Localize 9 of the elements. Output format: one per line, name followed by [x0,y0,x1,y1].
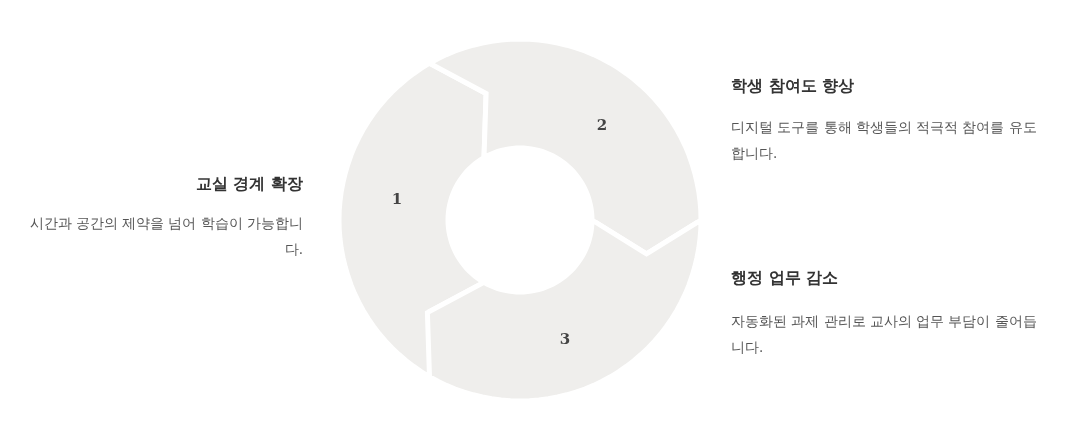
description: 자동화된 과제 관리로 교사의 업무 부담이 줄어듭니다. [731,312,1038,357]
heading: 학생 참여도 향상 [731,76,855,97]
step-number: 2 [596,116,608,134]
step-number: 1 [391,190,403,208]
heading: 교실 경계 확장 [195,174,303,195]
step-number: 3 [559,330,571,348]
description: 디지털 도구를 통해 학생들의 적극적 참여를 유도합니다. [731,118,1038,163]
heading: 행정 업무 감소 [731,268,839,289]
description: 시간과 공간의 제약을 넘어 학습이 가능합니다. [28,214,303,259]
